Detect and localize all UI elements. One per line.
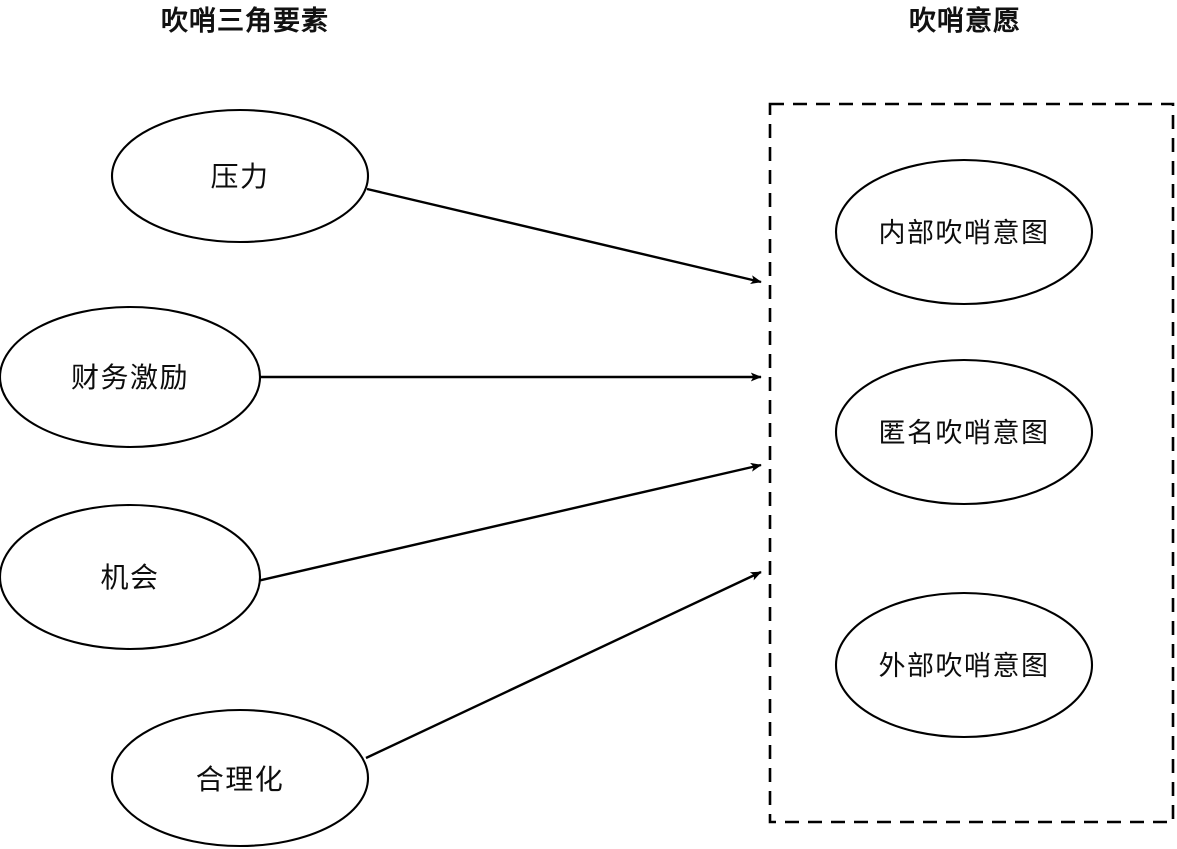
arrow-line: [252, 462, 762, 584]
node-pressure-label: 压力: [210, 160, 269, 193]
left-section-title: 吹哨三角要素: [161, 5, 329, 37]
node-financial-incentive-shape[interactable]: [0, 305, 262, 449]
connector-opportunity-to-group: [252, 462, 762, 584]
node-opportunity-label: 机会: [100, 561, 159, 594]
node-opportunity[interactable]: 机会: [0, 503, 262, 651]
arrow-line: [366, 187, 762, 285]
whistleblowing-intention-group-box: [768, 102, 1175, 824]
connector-rationalization-to-group: [365, 570, 762, 760]
connector-pressure-to-group: [366, 187, 762, 285]
node-financial-incentive-label: 财务激励: [71, 361, 189, 394]
node-rationalization-shape[interactable]: [110, 708, 370, 848]
node-anonymous-whistleblowing-intention-label: 匿名吹哨意图: [879, 418, 1050, 449]
right-section-title: 吹哨意愿: [909, 5, 1021, 37]
node-rationalization-label: 合理化: [196, 763, 285, 796]
node-anonymous-whistleblowing-intention-shape[interactable]: [834, 358, 1094, 506]
node-pressure-shape[interactable]: [110, 108, 370, 244]
node-opportunity-shape[interactable]: [0, 503, 262, 651]
node-internal-whistleblowing-intention-label: 内部吹哨意图: [879, 218, 1050, 249]
node-external-whistleblowing-intention-shape[interactable]: [834, 591, 1094, 739]
node-rationalization[interactable]: 合理化: [110, 708, 370, 848]
node-pressure[interactable]: 压力: [110, 108, 370, 244]
arrow-line: [365, 570, 762, 760]
node-financial-incentive[interactable]: 财务激励: [0, 305, 262, 449]
node-internal-whistleblowing-intention-shape[interactable]: [834, 158, 1094, 306]
node-external-whistleblowing-intention[interactable]: 外部吹哨意图: [834, 591, 1094, 739]
node-internal-whistleblowing-intention[interactable]: 内部吹哨意图: [834, 158, 1094, 306]
node-external-whistleblowing-intention-label: 外部吹哨意图: [879, 651, 1050, 682]
node-anonymous-whistleblowing-intention[interactable]: 匿名吹哨意图: [834, 358, 1094, 506]
